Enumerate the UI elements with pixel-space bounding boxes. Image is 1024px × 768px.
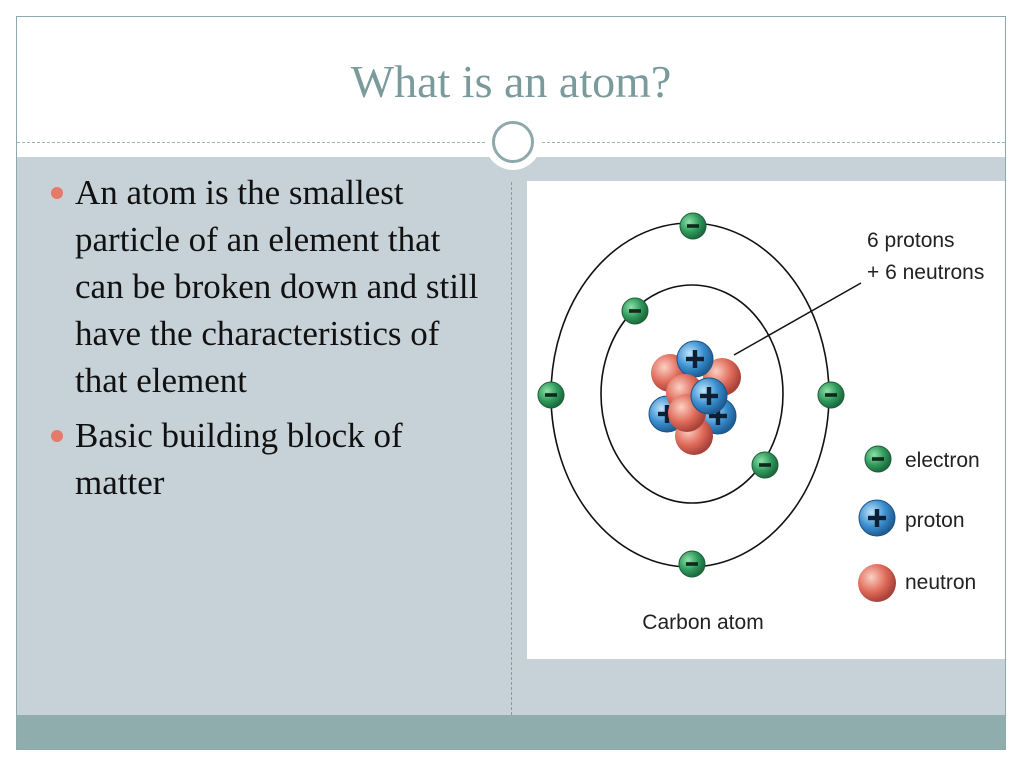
- electron-icon: [817, 381, 845, 409]
- legend-neutron-icon: [858, 564, 896, 602]
- nucleus: [648, 340, 741, 455]
- inner-orbit: [600, 284, 784, 504]
- electron-icon: [678, 550, 706, 578]
- electron-icon: [751, 451, 779, 479]
- bullet-list: An atom is the smallest particle of an e…: [47, 169, 487, 514]
- legend-proton-icon: [858, 499, 896, 537]
- nucleus-label-protons: 6 protons: [867, 229, 955, 252]
- nucleus-pointer-line: [733, 282, 862, 356]
- circle-ornament-icon: [485, 114, 541, 170]
- atom-svg: 6 protons + 6 neutrons electron proton n…: [537, 212, 984, 634]
- bullet-dot-icon: [51, 187, 63, 199]
- legend-proton-label: proton: [905, 509, 965, 532]
- legend-electron-icon: [864, 445, 892, 473]
- bullet-item: An atom is the smallest particle of an e…: [47, 169, 487, 404]
- legend-electron-label: electron: [905, 449, 980, 472]
- electron-icon: [621, 297, 649, 325]
- legend-neutron-label: neutron: [905, 571, 976, 594]
- column-divider: [511, 182, 512, 715]
- bullet-item: Basic building block of matter: [47, 412, 487, 506]
- slide: What is an atom? An atom is the smallest…: [16, 16, 1006, 750]
- slide-title: What is an atom?: [350, 56, 672, 107]
- ornament-ring: [492, 121, 534, 163]
- nucleus-label-neutrons: + 6 neutrons: [867, 261, 984, 284]
- carbon-atom-diagram: 6 protons + 6 neutrons electron proton n…: [527, 181, 1005, 659]
- bullet-text: An atom is the smallest particle of an e…: [75, 173, 479, 400]
- electron-icon: [679, 212, 707, 240]
- bullet-text: Basic building block of matter: [75, 416, 403, 502]
- footer-bar: [17, 715, 1005, 749]
- bullet-dot-icon: [51, 430, 63, 442]
- diagram-caption: Carbon atom: [642, 611, 763, 634]
- electron-icon: [537, 381, 565, 409]
